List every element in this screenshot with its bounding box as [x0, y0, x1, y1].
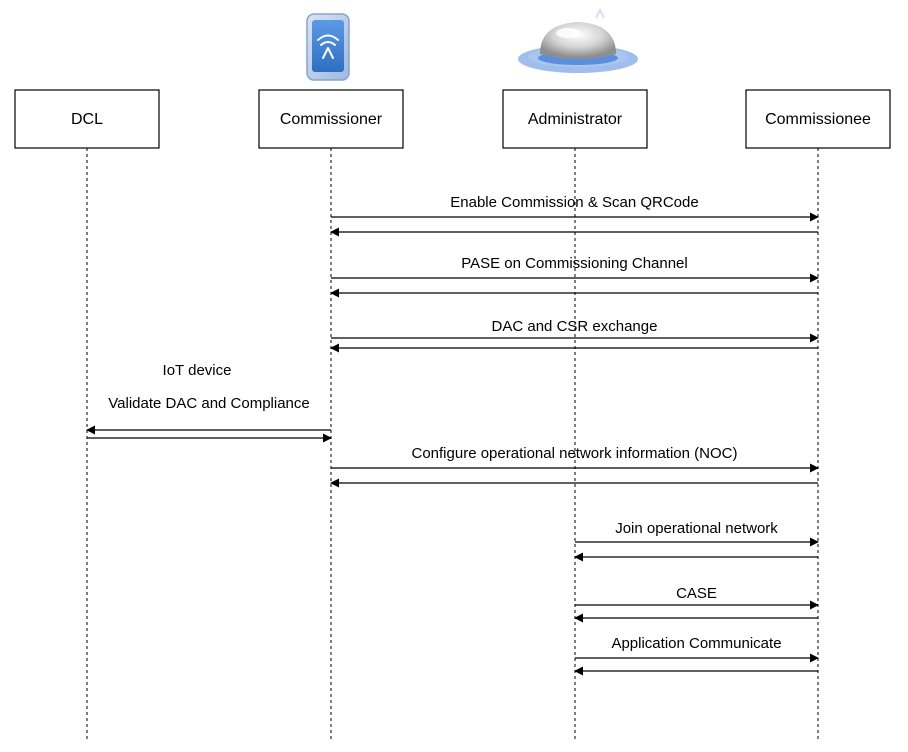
actor-label-dcl: DCL: [71, 111, 103, 128]
actor-label-commissioner: Commissioner: [280, 111, 383, 128]
actor-label-administrator: Administrator: [528, 111, 623, 128]
actor-box-dcl: [14, 89, 160, 149]
smartphone-icon: [306, 13, 350, 81]
message-label: Configure operational network informatio…: [412, 445, 738, 462]
message-6: Join operational network: [574, 520, 819, 562]
message-8: Application Communicate: [574, 635, 819, 676]
actor-box-commissionee: [745, 89, 891, 149]
actor-commissioner: Commissioner: [258, 89, 404, 740]
actor-commissionee: Commissionee: [745, 89, 891, 740]
message-label: Enable Commission & Scan QRCode: [450, 194, 698, 211]
message-3: DAC and CSR exchange: [330, 318, 819, 353]
message-4: Validate DAC and Compliance: [86, 395, 332, 443]
message-label: DAC and CSR exchange: [492, 318, 658, 335]
message-label: PASE on Commissioning Channel: [461, 255, 688, 272]
actor-dcl: DCL: [14, 89, 160, 740]
message-2: PASE on Commissioning Channel: [330, 255, 819, 298]
actor-box-commissioner: [258, 89, 404, 149]
actor-administrator: Administrator: [502, 89, 648, 740]
message-label: Application Communicate: [611, 635, 781, 652]
smart-hub-icon: [518, 7, 638, 73]
message-label: Validate DAC and Compliance: [108, 395, 310, 412]
note-label: IoT device: [163, 362, 232, 379]
message-1: Enable Commission & Scan QRCode: [330, 194, 819, 237]
message-5: Configure operational network informatio…: [330, 445, 819, 488]
actors-layer: DCL Commissioner Administrator Commissionee: [14, 89, 891, 740]
actor-box-administrator: [502, 89, 648, 149]
message-7: CASE: [574, 585, 819, 623]
actor-label-commissionee: Commissionee: [765, 111, 871, 128]
message-label: CASE: [676, 585, 717, 602]
message-label: Join operational network: [615, 520, 778, 537]
